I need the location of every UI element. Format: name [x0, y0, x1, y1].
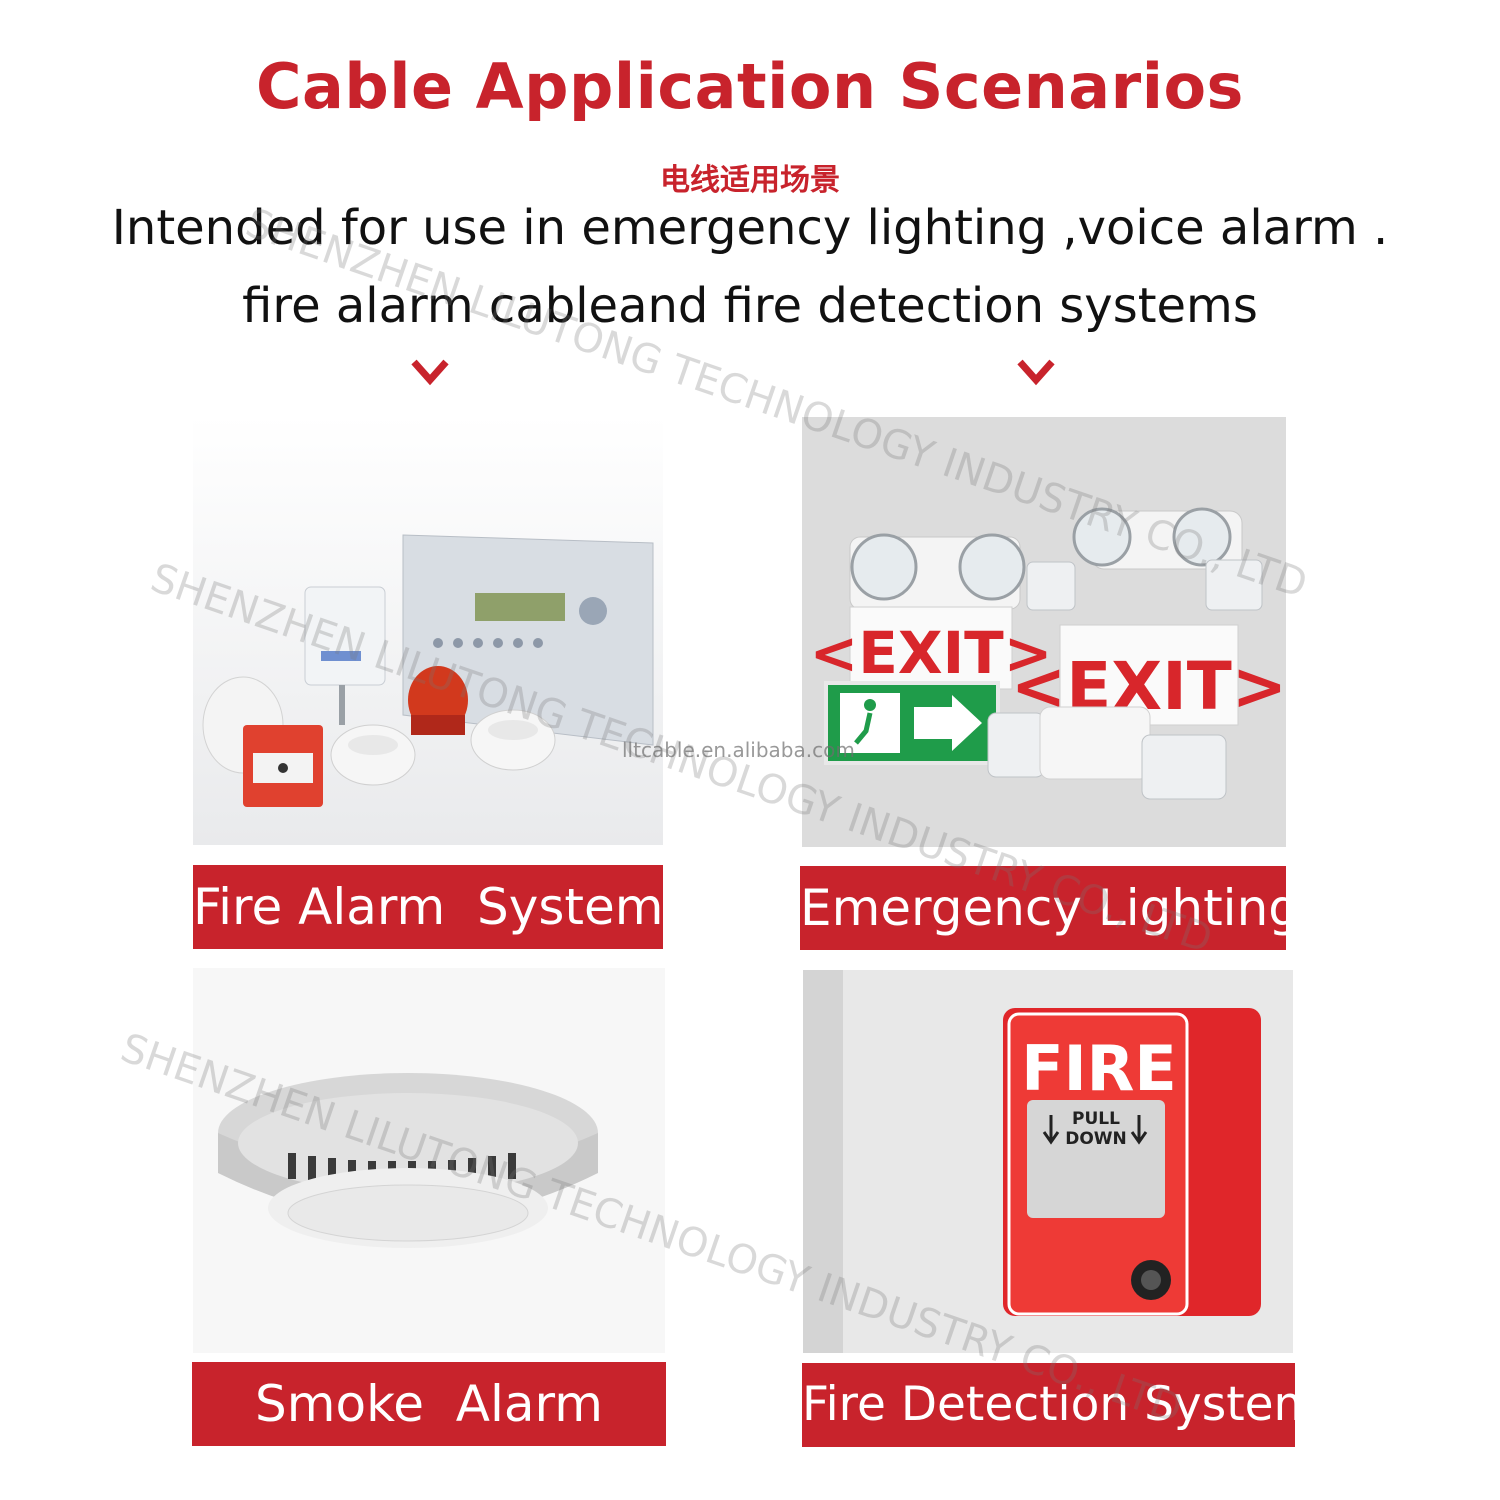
smoke-alarm-label: Smoke Alarm — [192, 1362, 666, 1446]
exit-sign-text: <EXIT> — [810, 619, 1053, 687]
fire-detection-system-photo: FIRE PULL DOWN — [803, 970, 1293, 1353]
page-title: Cable Application Scenarios — [256, 50, 1244, 123]
description-line-2: fire alarm cableand fire detection syste… — [242, 278, 1258, 334]
fire-alarm-system-photo — [193, 415, 663, 845]
fire-alarm-system-label: Fire Alarm System — [193, 865, 663, 949]
fire-detection-system-label: Fire Detection System — [802, 1363, 1319, 1447]
fire-pull-line1: PULL — [1072, 1109, 1120, 1129]
chevron-down-icon — [411, 359, 449, 386]
chinese-subtitle: 电线适用场景 — [660, 163, 840, 198]
description-line-1: Intended for use in emergency lighting ,… — [111, 200, 1389, 256]
chevron-down-icon — [1017, 359, 1055, 386]
watermark-url: lltcable.en.alibaba.com — [622, 738, 855, 762]
emergency-lighting-photo: <EXIT> <EXIT> — [802, 417, 1286, 847]
fire-pull-line2: DOWN — [1065, 1129, 1127, 1149]
smoke-alarm-photo — [193, 968, 665, 1353]
emergency-lighting-label: Emergency Lighting — [800, 866, 1300, 950]
fire-pull-title: FIRE — [1021, 1032, 1177, 1105]
